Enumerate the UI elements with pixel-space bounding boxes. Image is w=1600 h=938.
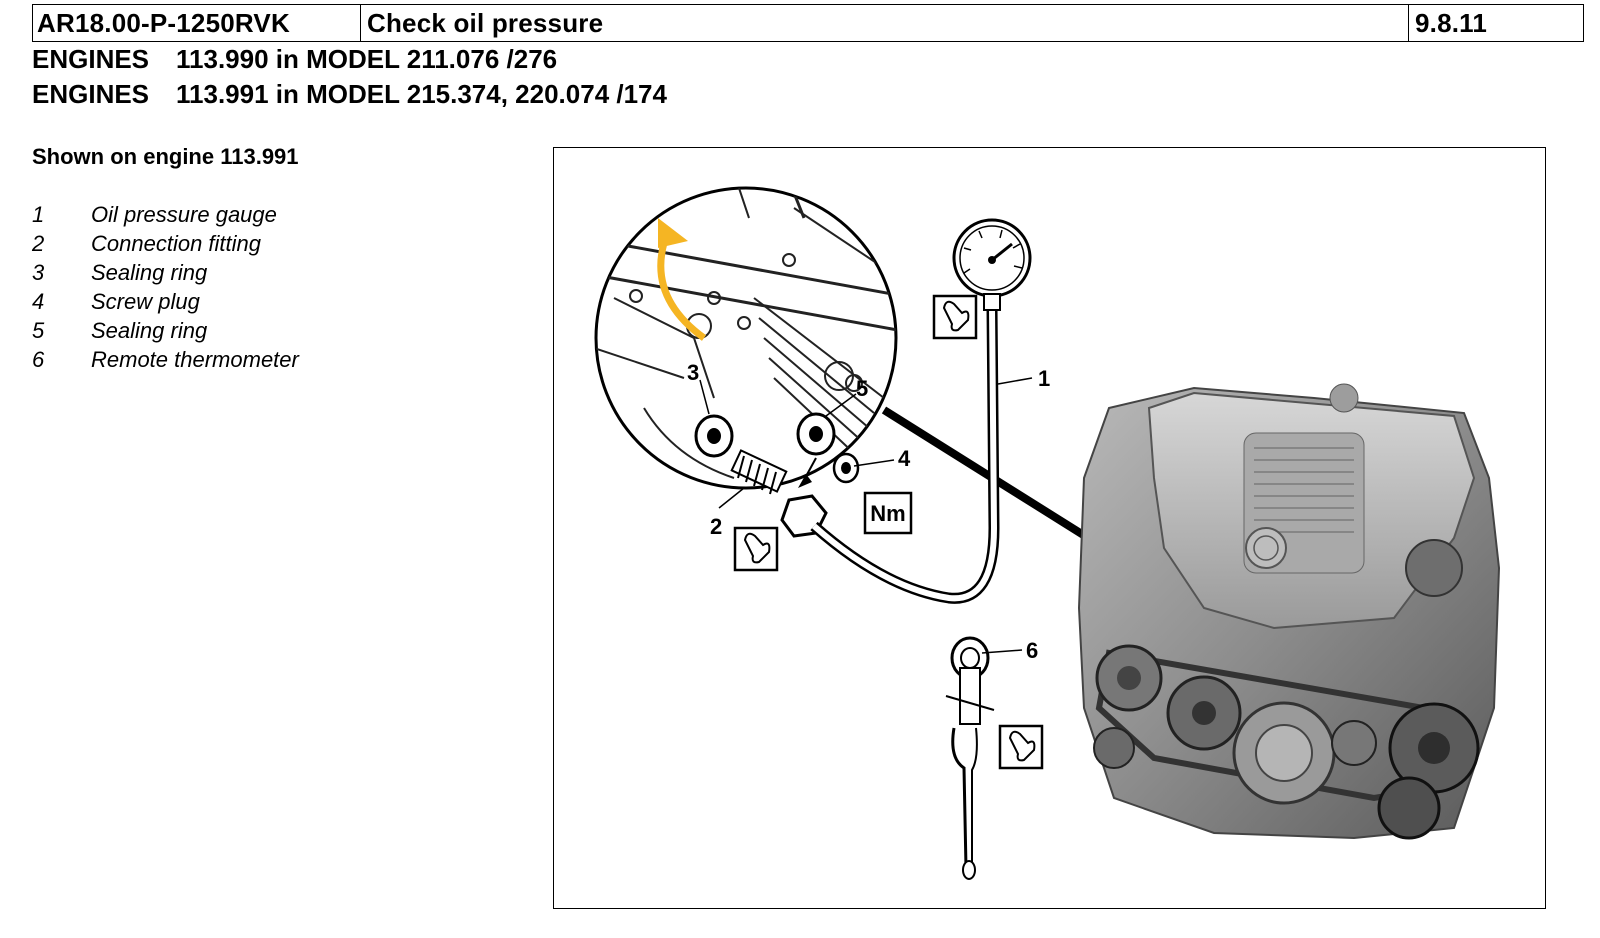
legend-number: 4 [32,288,45,314]
torque-label: Nm [870,501,905,526]
shown-on-note: Shown on engine 113.991 [32,144,299,169]
engines-text: 113.991 in MODEL 215.374, 220.074 /174 [176,79,667,109]
callout-4: 4 [898,446,911,471]
legend-number: 3 [32,259,45,285]
legend-number: 2 [32,230,45,256]
technical-figure: Nm 1 2 3 4 5 6 [553,147,1546,909]
engines-label: ENGINES [32,79,150,109]
remote-thermometer-icon [945,636,995,880]
direction-arrow [657,242,707,341]
legend-text: Sealing ring [91,317,208,343]
engine-illustration [1077,383,1501,840]
legend-text: Remote thermometer [91,346,299,372]
callout-2: 2 [710,514,722,539]
engine-applicability-2: ENGINES 113.991 in MODEL 215.374, 220.07… [32,79,667,110]
special-tool-icon [932,294,978,340]
legend-text: Oil pressure gauge [91,201,277,227]
legend-item: 6 Remote thermometer [32,345,299,374]
arrow-head-icon [658,218,688,248]
document-title: Check oil pressure [361,5,1409,41]
legend-number: 6 [32,346,45,372]
callout-3: 3 [687,360,699,385]
legend-number: 5 [32,317,45,343]
legend-item: 4 Screw plug [32,287,299,316]
document-date: 9.8.11 [1415,7,1488,38]
legend-number: 1 [32,201,45,227]
torque-symbol-icon: Nm [863,491,913,535]
callout-1: 1 [1038,366,1050,391]
legend-text: Screw plug [91,288,200,314]
document-header: AR18.00-P-1250RVK Check oil pressure 9.8… [32,4,1584,42]
engines-text: 113.990 in MODEL 211.076 /276 [176,44,558,74]
legend-item: 2 Connection fitting [32,229,299,258]
callout-5: 5 [856,376,868,401]
legend-text: Sealing ring [91,259,208,285]
legend-item: 3 Sealing ring [32,258,299,287]
engine-applicability-1: ENGINES 113.990 in MODEL 211.076 /276 [32,44,557,75]
engines-label: ENGINES [32,44,150,74]
oil-pressure-gauge-icon [952,218,1032,311]
connection-fitting-icon [730,449,788,495]
legend-item: 1 Oil pressure gauge [32,200,299,229]
detail-zoom-circle [594,186,898,490]
sealing-ring-5-icon [796,412,836,456]
legend-text: Connection fitting [91,230,261,256]
legend-item: 5 Sealing ring [32,316,299,345]
sealing-ring-3-icon [694,414,734,458]
special-tool-icon [998,724,1044,770]
document-code: AR18.00-P-1250RVK [33,5,361,41]
screw-plug-icon [832,452,895,484]
figure-drawing: Nm 1 2 3 4 5 6 [594,186,1501,880]
callout-6: 6 [1026,638,1038,663]
special-tool-icon [733,526,779,572]
